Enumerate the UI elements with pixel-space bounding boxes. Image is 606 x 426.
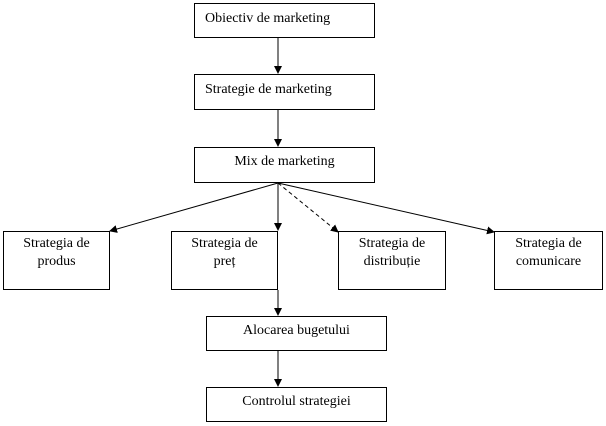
arrow-mix-to-comunicare xyxy=(277,182,495,235)
node-label: Strategia de distribuție xyxy=(358,236,426,269)
node-strategia-de-comunicare: Strategia de comunicare xyxy=(494,231,603,290)
node-label: Alocarea bugetului xyxy=(243,323,350,338)
node-label: Controlul strategiei xyxy=(242,394,351,409)
node-strategia-de-distributie: Strategia de distribuție xyxy=(338,231,446,290)
node-label: Strategia de produs xyxy=(23,236,90,269)
node-alocarea-bugetului: Alocarea bugetului xyxy=(206,316,387,351)
node-mix-de-marketing: Mix de marketing xyxy=(194,147,375,183)
node-strategia-de-produs: Strategia de produs xyxy=(3,231,110,290)
node-strategie-de-marketing: Strategie de marketing xyxy=(194,74,375,110)
node-label: Mix de marketing xyxy=(234,154,335,169)
node-label: Strategie de marketing xyxy=(205,82,332,97)
arrow-mix-to-distributie xyxy=(277,182,339,233)
node-label: Strategia de comunicare xyxy=(515,236,582,269)
arrow-mix-to-produs xyxy=(109,182,279,233)
node-strategia-de-pret: Strategia de preț xyxy=(171,231,278,290)
node-controlul-strategiei: Controlul strategiei xyxy=(206,387,387,422)
node-objectiv-de-marketing: Obiectiv de marketing xyxy=(194,3,375,38)
node-label: Obiectiv de marketing xyxy=(205,11,331,26)
node-label: Strategia de preț xyxy=(191,236,258,269)
